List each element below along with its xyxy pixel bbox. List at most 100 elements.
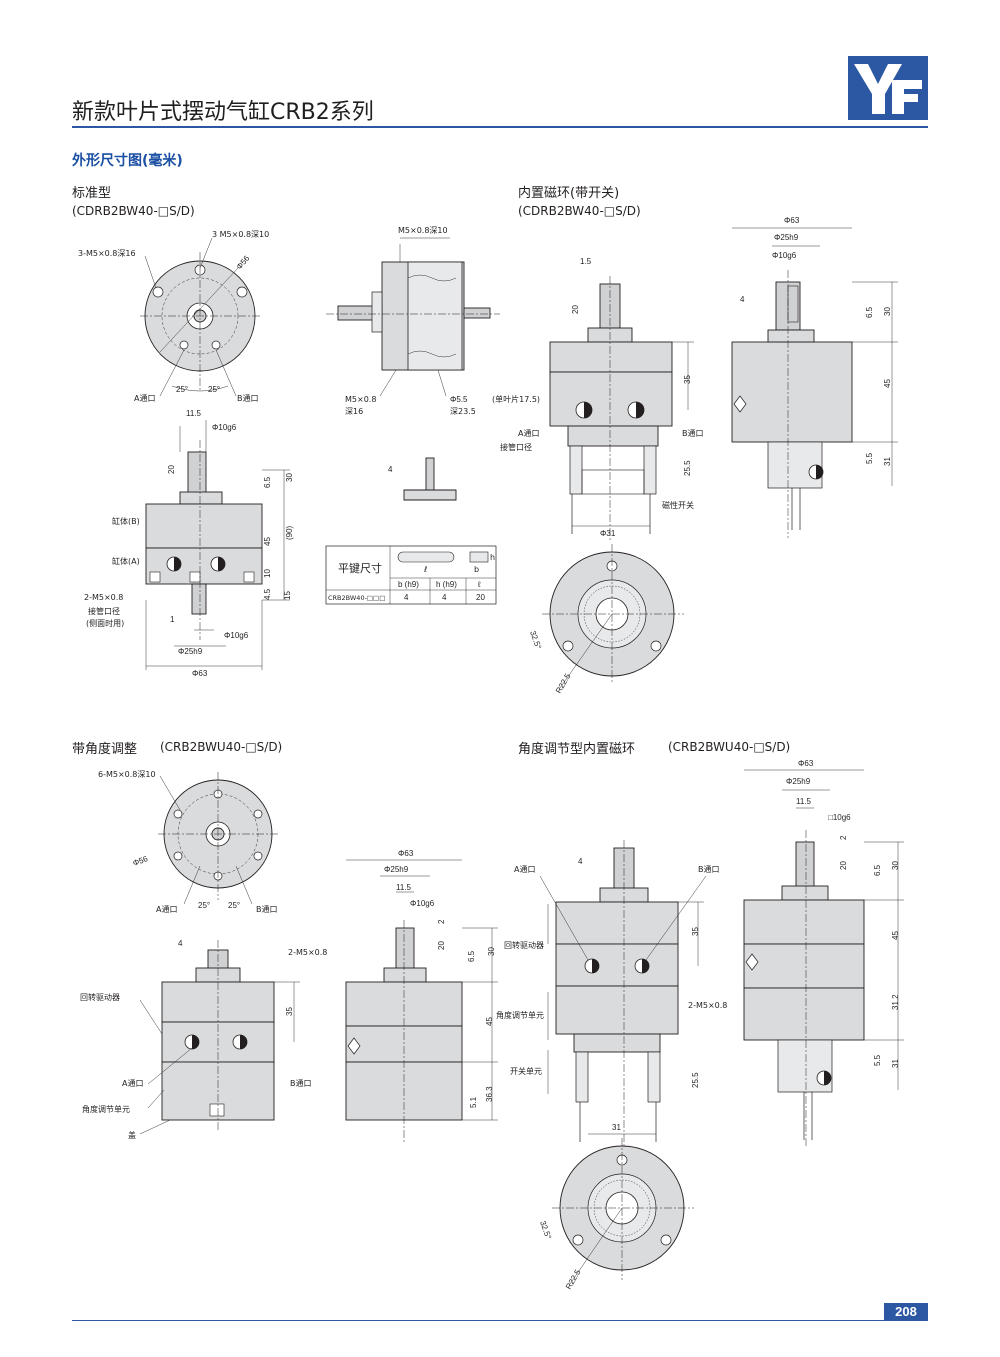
mag-side-label-45: 45 xyxy=(883,379,892,388)
angle-label-cover: 盖 xyxy=(128,1130,136,1140)
std-label-body-a: 缸体(A) xyxy=(112,556,140,566)
std-label-port-b: B通口 xyxy=(237,393,259,403)
am-bottom-label-325: 32.5° xyxy=(538,1220,553,1241)
page-title: 新款叶片式摆动气缸CRB2系列 xyxy=(72,100,374,125)
mag-side-label-55: 5.5 xyxy=(865,452,874,464)
am-front-label-31: 31 xyxy=(612,1123,621,1132)
std-label-m508: M5×0.8 xyxy=(345,395,376,404)
angle-label-port-a: A通口 xyxy=(156,904,177,914)
am-side-label-312: 31.2 xyxy=(891,994,900,1010)
key-table-col-h: h (h9) xyxy=(436,580,457,589)
angle-side-label-363: 36.3 xyxy=(485,1086,494,1102)
mag-side-label-4: 4 xyxy=(740,295,745,304)
magnetic-title: 内置磁环(带开关) xyxy=(518,186,620,201)
am-label-rotary: 回转驱动器 xyxy=(504,940,544,950)
angle-magnetic-model: (CRB2BWU40-□S/D) xyxy=(668,740,791,754)
angle-title: 带角度调整 xyxy=(72,742,138,757)
angle-magnetic-title: 角度调节型内置磁环 xyxy=(518,742,636,757)
standard-section-view: M5×0.8深10 M5×0.8 深16 Φ5.5 深23.5 xyxy=(326,226,500,416)
page-number: 208 xyxy=(884,1303,928,1321)
key-table-row-b: 4 xyxy=(404,593,409,602)
std-label-phi55: Φ5.5 xyxy=(450,395,468,404)
footer-rule xyxy=(72,1320,884,1321)
angle-label-phi56: Φ56 xyxy=(132,854,150,868)
std-label-side: (侧面时用) xyxy=(86,618,124,628)
am-side-label-20: 20 xyxy=(839,861,848,870)
angle-model: (CRB2BWU40-□S/D) xyxy=(160,740,283,754)
angle-front-label-4: 4 xyxy=(178,939,183,948)
standard-model: (CDRB2BW40-□S/D) xyxy=(72,204,195,218)
magnetic-side-view: Φ63 Φ25h9 Φ10g6 4 6.5 30 45 5.5 31 xyxy=(731,216,898,538)
angle-side-label-phi63: Φ63 xyxy=(398,849,414,858)
key-table-lbl-l: ℓ xyxy=(423,565,427,574)
std-label-3m5: 3 M5×0.8深10 xyxy=(212,230,269,239)
key-table-col-l: ℓ xyxy=(477,580,481,589)
mag-label-port-b: B通口 xyxy=(682,428,704,438)
mag-label-single-vane: (单叶片17.5) xyxy=(492,394,540,404)
key-table-lbl-h: h xyxy=(490,553,495,562)
angle-side-label-30: 30 xyxy=(487,947,496,956)
section-subheading: 外形尺寸图(毫米) xyxy=(72,153,183,169)
mag-side-label-30: 30 xyxy=(883,307,892,316)
mag-bottom-label-325: 32.5° xyxy=(528,630,543,651)
angle-side-view: Φ63 Φ25h9 11.5 Φ10g6 2 20 6.5 30 45 5.1 … xyxy=(345,849,498,1144)
brand-logo: YF xyxy=(848,56,928,120)
angle-side-label-2: 2 xyxy=(437,919,446,924)
title-rule xyxy=(72,126,928,128)
std-top-hole-3 xyxy=(236,286,248,298)
std-label-3m5b: 3-M5×0.8深16 xyxy=(78,249,136,258)
am-side-label-30: 30 xyxy=(891,861,900,870)
key-detail: 4 xyxy=(388,457,457,501)
am-side-label-2: 2 xyxy=(839,835,848,840)
key-table-lbl-b: b xyxy=(474,565,479,574)
mag-label-pipe: 接管口径 xyxy=(500,442,532,452)
std-front-label-115: 11.5 xyxy=(186,409,202,418)
logo-f-shape xyxy=(892,80,922,114)
mag-side-label-31: 31 xyxy=(883,457,892,466)
std-label-port-a: A通口 xyxy=(134,393,155,403)
am-side-label-phi25h9: Φ25h9 xyxy=(786,777,811,786)
std-front-label-10: 10 xyxy=(263,569,272,578)
angle-front-label-port-a: A通口 xyxy=(122,1078,143,1088)
std-front-label-65: 6.5 xyxy=(263,476,272,488)
angle-side-label-20: 20 xyxy=(437,941,446,950)
angle-magnetic-side-view: Φ63 Φ25h9 11.5 □10g6 2 20 6.5 30 45 31.2… xyxy=(743,759,904,1146)
mag-side-label-phi63: Φ63 xyxy=(784,216,800,225)
std-label-phi63: Φ63 xyxy=(192,669,208,678)
mag-side-label-phi25h9: Φ25h9 xyxy=(774,233,799,242)
key-table-row-h: 4 xyxy=(442,593,447,602)
mag-label-phi31: Φ31 xyxy=(600,529,616,538)
std-top-port-a xyxy=(179,340,189,350)
angle-side-label-51: 5.1 xyxy=(469,1096,478,1108)
angle-label-rotary: 回转驱动器 xyxy=(80,992,120,1002)
mag-label-255: 25.5 xyxy=(683,460,692,476)
std-top-hole-2 xyxy=(152,286,164,298)
am-side-label-phi63: Φ63 xyxy=(798,759,814,768)
std-label-phi56: Φ56 xyxy=(235,253,252,271)
std-label-body-b: 缸体(B) xyxy=(112,516,140,526)
angle-label-25a: 25° xyxy=(198,901,210,910)
std-label-25a: 25° xyxy=(176,385,188,394)
magnetic-front-view: 1.5 20 35 (单叶片17.5) A通口 接管口径 B通口 25.5 磁性… xyxy=(492,257,704,540)
std-label-phi25h9: Φ25h9 xyxy=(178,647,203,656)
std-front-body-b xyxy=(145,503,263,549)
logo-y-shape xyxy=(854,64,902,114)
standard-title: 标准型 xyxy=(72,186,112,201)
magnetic-model: (CDRB2BW40-□S/D) xyxy=(518,204,641,218)
angle-front-label-35: 35 xyxy=(285,1007,294,1016)
angle-label-6m5: 6-M5×0.8深10 xyxy=(98,770,156,779)
key-label-4: 4 xyxy=(388,465,393,474)
am-front-label-35: 35 xyxy=(691,927,700,936)
mag-label-port-a: A通口 xyxy=(518,428,539,438)
std-label-m5depth10: M5×0.8深10 xyxy=(398,226,448,235)
std-label-depth235: 深23.5 xyxy=(450,407,476,416)
am-side-label-55: 5.5 xyxy=(873,1054,882,1066)
am-front-label-port-b: B通口 xyxy=(698,864,720,874)
am-front-label-2m5: 2-M5×0.8 xyxy=(688,1001,727,1010)
std-label-2m5: 2-M5×0.8 xyxy=(84,593,123,602)
std-front-shaft xyxy=(187,451,207,495)
std-section-shaft-right xyxy=(463,307,491,319)
mag-bottom-label-r225: R22.5 xyxy=(554,672,573,695)
angle-label-port-b: B通口 xyxy=(256,904,278,914)
std-label-pipe: 接管口径 xyxy=(88,606,120,616)
